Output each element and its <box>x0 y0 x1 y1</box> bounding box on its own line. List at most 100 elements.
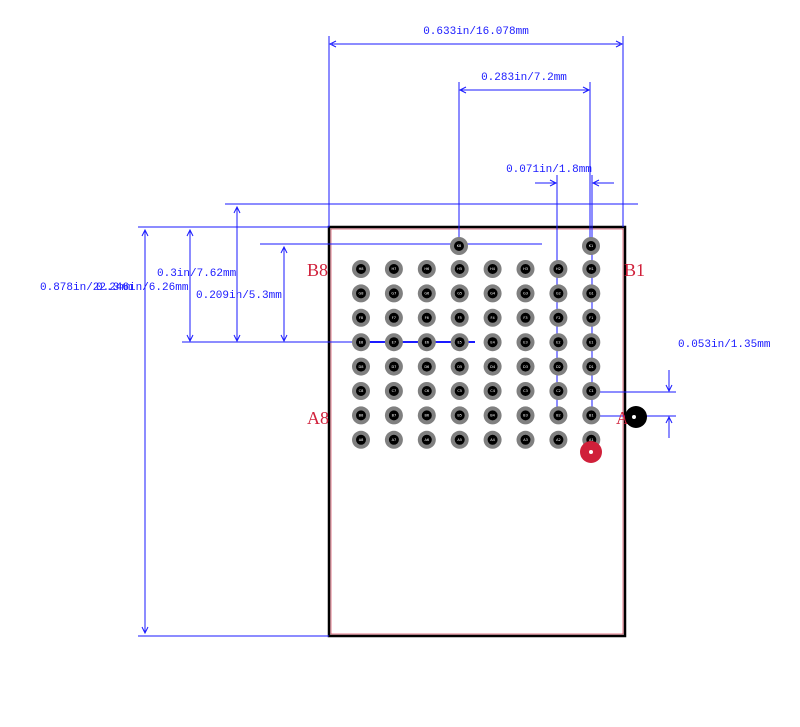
pad: E4 <box>483 333 502 352</box>
pad: C1 <box>582 382 601 400</box>
pad: F7 <box>384 308 403 327</box>
pad: H1 <box>582 260 601 278</box>
pad: E7 <box>384 333 403 352</box>
pad: B3 <box>516 406 535 425</box>
pad: G1 <box>582 284 601 303</box>
overall-height-text: 0.878in/22.3mm <box>40 282 133 294</box>
pad: B6 <box>417 406 436 425</box>
pad: A3 <box>516 430 535 449</box>
pad-label: H4 <box>490 267 496 271</box>
pad: F1 <box>582 308 601 327</box>
pad: B1 <box>582 406 601 425</box>
pad: H4 <box>483 260 502 278</box>
pad-label: E3 <box>523 340 527 344</box>
pad: A6 <box>417 430 436 449</box>
pad-label: D8 <box>359 365 364 369</box>
pad-label: C6 <box>424 389 429 393</box>
pad: F8 <box>352 308 370 327</box>
pad-label: D6 <box>424 365 429 369</box>
pad-label: G3 <box>523 292 528 296</box>
span-width-text: 0.283in/7.2mm <box>481 72 567 84</box>
pad-label: C3 <box>523 389 528 393</box>
pad-label: C1 <box>589 389 594 393</box>
pad-label: B3 <box>523 414 528 418</box>
corner-label-b8: B8 <box>307 260 328 280</box>
pad-label: A8 <box>359 438 364 442</box>
component-outline-inner <box>330 228 624 635</box>
pad-label: E6 <box>425 340 429 344</box>
pad-label: B4 <box>490 414 495 418</box>
pad-label: D7 <box>391 365 396 369</box>
pad-label: G5 <box>457 292 462 296</box>
pad: H6 <box>417 260 436 278</box>
pad-label: F1 <box>589 316 593 320</box>
pad: G4 <box>483 284 502 303</box>
pad: G6 <box>417 284 436 303</box>
pad-label: C8 <box>359 389 364 393</box>
pad-label: E1 <box>589 340 593 344</box>
pad-label: G8 <box>359 292 364 296</box>
pad: G2 <box>549 284 568 303</box>
component-outline <box>327 225 627 638</box>
dimension-lines <box>138 36 676 637</box>
pad: E5 <box>450 333 469 352</box>
pad: F2 <box>549 308 568 327</box>
pad-label: F5 <box>458 316 462 320</box>
pad: F4 <box>483 308 502 327</box>
pad-label: A4 <box>490 438 495 442</box>
pad: A7 <box>384 430 403 449</box>
pad: H2 <box>549 260 568 278</box>
pad-label: C4 <box>490 389 495 393</box>
pad: K8 <box>450 237 468 255</box>
pad-label: D1 <box>589 365 594 369</box>
pad-label: B1 <box>589 414 594 418</box>
pin-pitch-text: 0.071in/1.8mm <box>506 164 592 176</box>
pad-label: D5 <box>457 365 462 369</box>
pad-label: G6 <box>424 292 429 296</box>
pad: F3 <box>516 308 535 327</box>
pad-label: B5 <box>457 414 462 418</box>
pad: D8 <box>352 357 370 376</box>
pad-label: B7 <box>392 414 397 418</box>
pad: H7 <box>384 260 403 278</box>
pad: H5 <box>450 260 469 278</box>
pad: A5 <box>450 430 469 449</box>
pad-label: E7 <box>392 340 396 344</box>
pad: C4 <box>483 382 502 400</box>
pad-label: A5 <box>457 438 462 442</box>
pad: B2 <box>549 406 568 425</box>
pad-label: E5 <box>457 340 461 344</box>
pad-label: F3 <box>523 316 527 320</box>
pad: G8 <box>352 284 370 303</box>
corner-label-b1: B1 <box>624 260 645 280</box>
pad: B5 <box>450 406 469 425</box>
corner-label-a8: A8 <box>307 408 329 428</box>
pad: F6 <box>417 308 436 327</box>
overall-width-text: 0.633in/16.078mm <box>423 26 529 38</box>
pin1-marker-black <box>625 406 647 428</box>
pad: B7 <box>384 406 403 425</box>
pad-label: C5 <box>457 389 462 393</box>
pad-label: H3 <box>523 267 528 271</box>
pad-label: B6 <box>424 414 429 418</box>
pad: C3 <box>516 382 535 400</box>
pad: E2 <box>549 333 568 352</box>
pad-label: H1 <box>589 267 594 271</box>
pad: F5 <box>450 308 469 327</box>
height-c-text: 0.209in/5.3mm <box>196 290 282 302</box>
pad-label: E8 <box>359 340 363 344</box>
pad: E6 <box>417 333 436 352</box>
pad-label: A2 <box>556 438 561 442</box>
pad: G7 <box>384 284 403 303</box>
pad: D6 <box>417 357 436 376</box>
pad-label: C7 <box>392 389 397 393</box>
pad: A4 <box>483 430 502 449</box>
pad: C2 <box>549 382 568 400</box>
pad-label: K1 <box>589 244 594 248</box>
pad-label: H2 <box>556 267 561 271</box>
pad: B4 <box>483 406 502 425</box>
pad-label: C2 <box>556 389 561 393</box>
pin1-marker-red <box>580 441 602 463</box>
pad-label: E4 <box>490 340 495 344</box>
